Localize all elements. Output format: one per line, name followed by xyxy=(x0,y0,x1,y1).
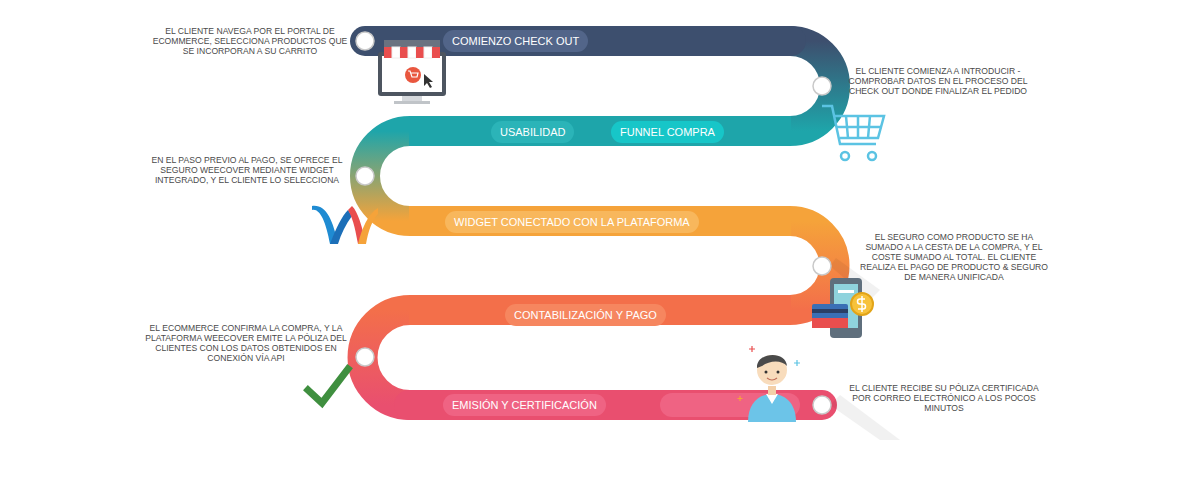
person-icon-part xyxy=(777,371,780,374)
weecover-logo-part xyxy=(358,208,378,244)
pill-label: WIDGET CONECTADO CON LA PLATAFORMA xyxy=(454,216,690,228)
road-part xyxy=(790,221,835,310)
pill-label: USABILIDAD xyxy=(500,126,565,138)
shop-icon-part xyxy=(432,47,440,58)
road-dots-part xyxy=(813,257,831,275)
person-icon-part xyxy=(765,371,768,374)
shop-icon-part xyxy=(382,56,442,92)
payment-icon-part xyxy=(851,293,873,315)
road-dots-part xyxy=(813,396,831,414)
road-part xyxy=(409,295,791,325)
person-icon-part xyxy=(766,394,778,404)
pill-label: COMIENZO CHECK OUT xyxy=(452,35,579,47)
shop-icon-part xyxy=(394,101,430,104)
stage-pill: EMISIÓN Y CERTIFICACIÓN xyxy=(443,394,606,416)
cart-icon-part xyxy=(841,152,849,160)
step-note: EL CLIENTE NAVEGA POR EL PORTAL DE ECOMM… xyxy=(152,26,348,56)
road xyxy=(363,41,835,405)
payment-icon-part xyxy=(838,290,854,293)
pill-label: FUNNEL COMPRA xyxy=(620,126,715,138)
shop-icon-part xyxy=(408,71,418,77)
shadow-streaks xyxy=(830,258,900,440)
step-note: EL CLIENTE COMIENZA A INTRODUCIR - COMPR… xyxy=(838,66,1038,96)
shop-icon-part xyxy=(408,47,416,58)
weecover-logo-part xyxy=(330,210,352,244)
road-dots xyxy=(356,32,831,414)
shop-icon-part xyxy=(416,47,424,58)
payment-icon xyxy=(812,278,873,338)
pill-label: CONTABILIZACIÓN Y PAGO xyxy=(514,309,657,321)
step-note: EL ECOMMERCE CONFIRMA LA COMPRA, Y LA PL… xyxy=(140,323,352,363)
shop-icon xyxy=(378,40,446,104)
step-note: EL SEGURO COMO PRODUCTO SE HA SUMADO A L… xyxy=(856,232,1052,282)
road-dots-part xyxy=(356,32,374,50)
road-dots-part xyxy=(356,348,374,366)
person-icon-part xyxy=(768,386,776,395)
shop-icon-part xyxy=(424,74,433,88)
road-part xyxy=(409,206,791,236)
person-icon-part xyxy=(757,355,787,385)
payment-icon-part xyxy=(812,318,848,328)
check-icon-part xyxy=(308,369,348,403)
check-icon xyxy=(308,369,348,403)
cart-icon-part xyxy=(836,116,882,138)
weecover-logo xyxy=(312,206,378,244)
shop-icon-part xyxy=(384,40,440,47)
person-icon-part xyxy=(757,355,787,368)
payment-icon-part xyxy=(812,309,848,313)
stage-pill: CONTABILIZACIÓN Y PAGO xyxy=(505,304,666,326)
cart-icon xyxy=(822,106,884,160)
shop-icon-part xyxy=(384,47,392,58)
person-icon-part xyxy=(748,394,796,422)
stage-pill: FUNNEL COMPRA xyxy=(611,121,724,143)
shop-icon-part xyxy=(378,52,446,96)
person-icon-part xyxy=(794,360,800,366)
shop-icon-part xyxy=(400,47,408,58)
step-note: EN EL PASO PREVIO AL PAGO, SE OFRECE EL … xyxy=(148,155,346,185)
road-dots-part xyxy=(356,167,374,185)
payment-icon-part xyxy=(812,304,848,328)
shop-icon-part xyxy=(392,47,400,58)
person-icon-part xyxy=(749,346,755,352)
road-dots-part xyxy=(813,77,831,95)
stage-pill: USABILIDAD xyxy=(491,121,574,143)
stage-pill: COMIENZO CHECK OUT xyxy=(443,30,588,52)
payment-icon-part xyxy=(858,296,866,312)
person-icon xyxy=(738,346,801,422)
person-icon-part xyxy=(767,378,777,380)
shop-icon-part xyxy=(424,47,432,58)
cart-icon-part xyxy=(834,116,884,138)
road-part xyxy=(409,116,791,146)
pill-label: EMISIÓN Y CERTIFICACIÓN xyxy=(452,399,597,411)
person-icon-part xyxy=(738,396,743,401)
step-note: EL CLIENTE RECIBE SU PÓLIZA CERTIFICADA … xyxy=(846,383,1042,413)
cart-icon-part xyxy=(868,152,876,160)
shop-icon-part xyxy=(405,67,421,83)
stage-pill: WIDGET CONECTADO CON LA PLATAFORMA xyxy=(445,211,699,233)
